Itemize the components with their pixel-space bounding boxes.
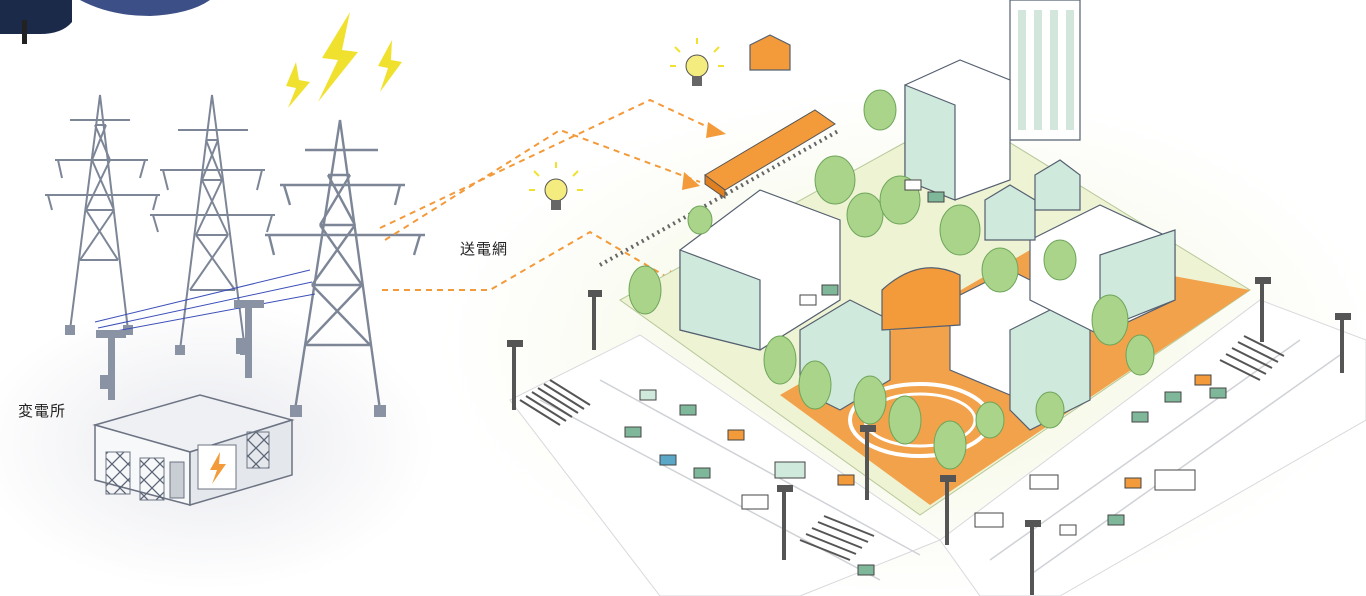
transmission-network-label: 送電網 [460, 240, 509, 258]
bolt-icon [210, 452, 226, 484]
tower-2 [150, 94, 275, 351]
utility-poles [96, 300, 264, 400]
buildings [679, 0, 1176, 431]
transmission-lines [379, 98, 711, 291]
railway [599, 109, 841, 267]
tower-3 [265, 119, 425, 411]
transmission-towers [45, 94, 425, 417]
trees [628, 89, 1155, 470]
substation-building [92, 394, 295, 507]
substation-label: 変電所 [18, 402, 67, 420]
lightbulb-icon-2 [529, 162, 583, 210]
lightning-bolts [286, 12, 402, 108]
vehicles [624, 179, 1227, 576]
tower-1 [45, 94, 160, 331]
lightbulb-icon [670, 38, 724, 86]
corner-photo-fragment [0, 0, 210, 44]
street-lamps [507, 277, 1351, 595]
